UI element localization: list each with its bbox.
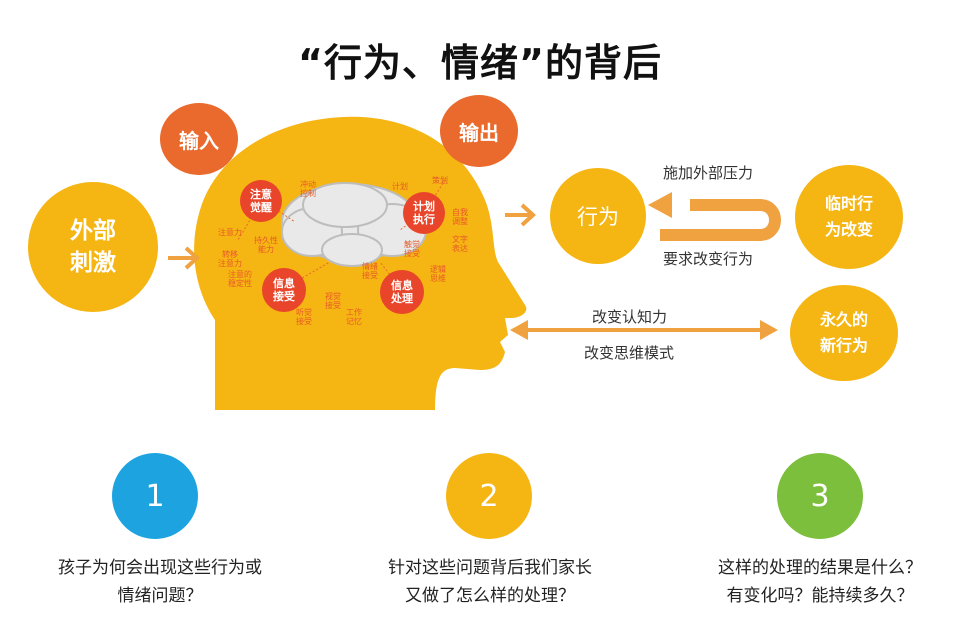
tiny-label: 文字 表达	[452, 235, 468, 253]
step-3-line2: 有变化吗？能持续多久？	[726, 586, 914, 606]
tiny-label: 策划	[432, 176, 448, 185]
behavior-circle: 行为	[550, 168, 646, 264]
arrow-head-to-behavior	[505, 203, 536, 227]
step-2-badge: 2	[446, 453, 532, 539]
tiny-label: 视觉 接受	[325, 292, 341, 310]
step-1-badge: 1	[112, 453, 198, 539]
input-circle: 输入	[160, 103, 238, 175]
u-turn-arrowhead	[648, 192, 672, 218]
tiny-label: 工作 记忆	[346, 308, 362, 326]
double-arrow-long	[510, 320, 778, 340]
step-2-line2: 又做了怎么样的处理？	[405, 586, 575, 606]
tiny-label: 转移 注意力	[218, 250, 242, 268]
tiny-label: 自我 调整	[452, 208, 468, 226]
tiny-label: 听觉 接受	[296, 308, 312, 326]
stimulus-circle: 外部 刺激	[28, 182, 158, 312]
plan-node: 计划 执行	[403, 192, 445, 234]
tiny-label: 逻辑 思维	[430, 265, 446, 283]
step-3-badge: 3	[777, 453, 863, 539]
arrow-stimulus-to-head	[168, 246, 200, 270]
tiny-label: 持久性 能力	[254, 236, 278, 254]
tiny-label: 注意的 稳定性	[228, 270, 252, 288]
page-title: “行为、情绪”的背后	[298, 41, 662, 85]
tiny-label: 冲动 控制	[300, 180, 316, 198]
temp-change-circle: 临时行 为改变	[795, 165, 903, 269]
step-2-line1: 针对这些问题背后我们家长	[388, 558, 592, 578]
label-change-cognition: 改变认知力	[592, 308, 668, 326]
step-3-text: 这样的处理的结果是什么？ 有变化吗？能持续多久？	[680, 554, 960, 610]
step-1-line2: 情绪问题？	[117, 586, 203, 606]
tiny-label: 注意力	[218, 228, 242, 237]
step-3-line1: 这样的处理的结果是什么？	[718, 558, 922, 578]
output-circle: 输出	[440, 95, 518, 167]
attention-node: 注意 觉醒	[240, 180, 282, 222]
tiny-label: 触觉 接受	[404, 240, 420, 258]
label-require-change: 要求改变行为	[663, 250, 754, 268]
tiny-label: 情绪 接受	[362, 262, 378, 280]
brain-icon	[281, 182, 427, 267]
process-node: 信息 处理	[380, 270, 424, 314]
label-change-thinking: 改变思维模式	[584, 344, 675, 362]
permanent-behavior-circle: 永久的 新行为	[790, 285, 898, 381]
label-apply-pressure: 施加外部压力	[663, 164, 754, 182]
step-1-text: 孩子为何会出现这些行为或 情绪问题？	[20, 554, 300, 610]
receive-node: 信息 接受	[262, 268, 306, 312]
tiny-label: 计划	[392, 182, 408, 191]
step-2-text: 针对这些问题背后我们家长 又做了怎么样的处理？	[350, 554, 630, 610]
u-turn-arrow	[660, 199, 781, 241]
step-1-line1: 孩子为何会出现这些行为或	[58, 558, 262, 578]
